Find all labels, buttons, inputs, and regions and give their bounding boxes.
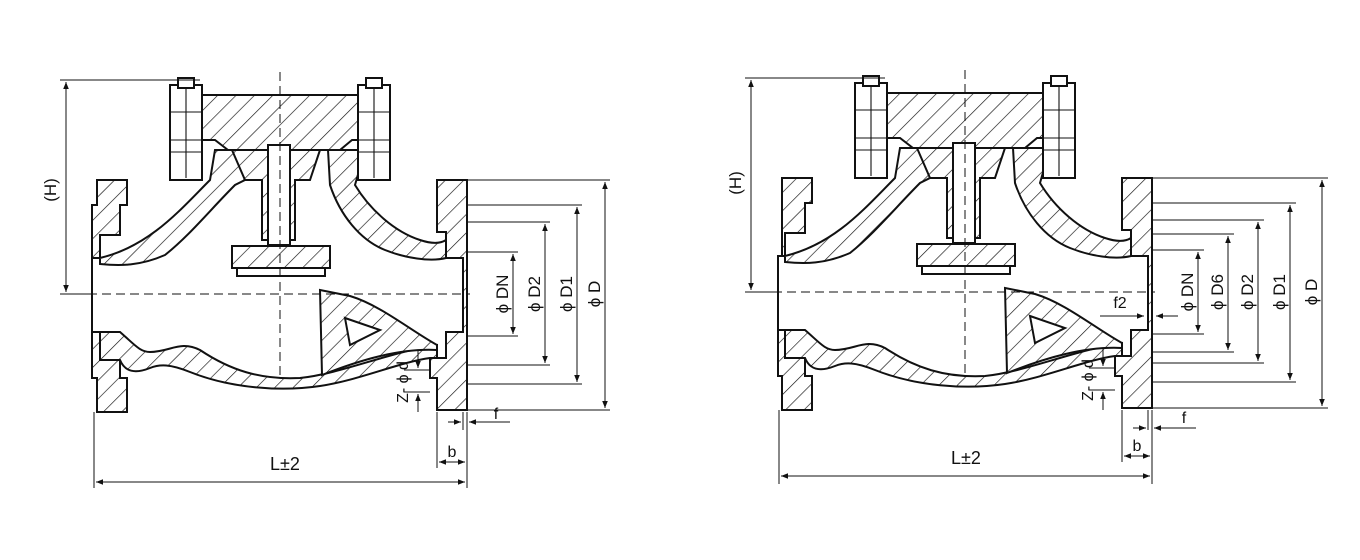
right-seat-web-hole <box>1028 314 1068 345</box>
left-stem <box>267 144 291 246</box>
left-disc-seat <box>236 267 326 277</box>
left-bonnet <box>201 94 373 151</box>
right-view: (H) L±2 ϕ DN ϕ D6 ϕ D2 ϕ D1 ϕ D f2 Z- ϕ … <box>726 70 1328 484</box>
right-inlet-flange <box>777 177 813 411</box>
right-outlet-flange <box>1114 177 1153 409</box>
left-height-label: (H) <box>41 178 60 202</box>
right-disc-seat <box>921 265 1011 275</box>
right-stem <box>952 142 976 244</box>
left-length-label: L±2 <box>270 454 300 474</box>
right-groove-label: ϕ D6 <box>1208 274 1227 310</box>
right-raised-face-label: ϕ D2 <box>1238 274 1257 310</box>
right-flange-thickness-label: b <box>1133 438 1142 455</box>
left-bolt-circle-label: ϕ D1 <box>557 276 576 312</box>
right-bolt-right-nut <box>1050 75 1068 87</box>
right-flange-od-label: ϕ D <box>1302 279 1321 306</box>
right-bolt-holes-label: Z- ϕ d <box>1080 359 1097 401</box>
left-seat-web-hole <box>343 316 383 347</box>
left-flange-thickness-label: b <box>448 444 457 461</box>
left-inlet-flange <box>91 179 128 413</box>
left-seat-web <box>318 288 438 377</box>
right-groove-depth-label: f2 <box>1113 295 1126 312</box>
right-length-label: L±2 <box>951 448 981 468</box>
right-body-lower <box>784 329 1123 388</box>
left-outlet-flange <box>429 179 468 411</box>
right-body-upper <box>784 147 941 264</box>
left-face-height-label: f <box>494 406 499 423</box>
left-raised-face-label: ϕ D2 <box>525 276 544 312</box>
left-bolt-holes-label: Z- ϕ d <box>395 361 412 403</box>
left-body-lower <box>99 331 438 390</box>
left-body-upper-right <box>326 149 447 261</box>
right-face-height-label: f <box>1182 410 1187 427</box>
left-body-upper <box>99 149 256 266</box>
right-bolt-circle-label: ϕ D1 <box>1270 274 1289 310</box>
right-body-upper-right <box>1011 147 1132 259</box>
right-disc <box>916 243 1016 267</box>
left-bolt-right-nut <box>365 77 383 89</box>
left-bore-label: ϕ DN <box>493 275 512 314</box>
right-height-label: (H) <box>726 171 745 195</box>
right-bonnet <box>886 92 1058 149</box>
right-seat-web <box>1003 286 1123 375</box>
left-disc <box>231 245 331 269</box>
left-flange-od-label: ϕ D <box>585 281 604 308</box>
right-bore-label: ϕ DN <box>1178 273 1197 312</box>
left-view: (H) L±2 ϕ DN ϕ D2 ϕ D1 ϕ D Z- ϕ d b f <box>41 72 610 488</box>
